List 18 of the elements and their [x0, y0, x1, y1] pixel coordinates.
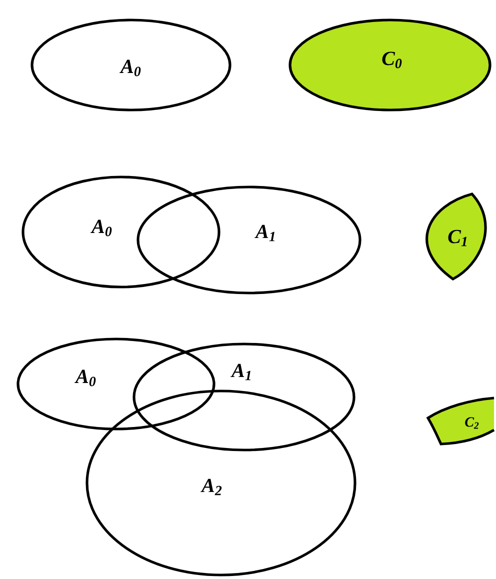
ellipse: [136, 186, 362, 294]
set-label: A$_{2}$: [200, 478, 222, 496]
set-label: A$_{0}$: [90, 220, 112, 236]
ellipse: [22, 176, 220, 288]
set-label: C$_{2}$: [465, 417, 479, 429]
set-label: A$_{1}$: [254, 224, 274, 242]
set-label: C$_{1}$: [448, 230, 466, 246]
set-label: C$_{0}$: [382, 52, 402, 68]
ellipse: [132, 342, 356, 452]
lens-shape: [426, 192, 487, 280]
ellipse: [288, 18, 492, 112]
set-label: A$_{0}$: [74, 370, 96, 386]
ellipse: [86, 390, 356, 576]
set-label: A$_{1}$: [230, 364, 250, 380]
ellipse: [30, 18, 232, 112]
set-label: A$_{0}$: [120, 60, 141, 76]
wedge-shape: [426, 396, 495, 446]
ellipse: [16, 338, 216, 430]
